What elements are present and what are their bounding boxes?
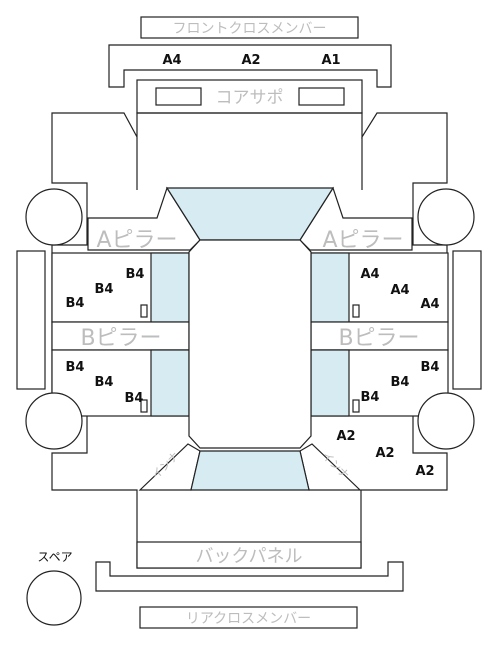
grade-rear-right-2: A2 <box>375 446 394 461</box>
back-panel-box <box>136 541 362 569</box>
handle-right-rear <box>352 399 360 413</box>
a-pillar-left-label: Aピラー <box>96 228 177 253</box>
wheel-rear-right <box>417 392 475 450</box>
b-pillar-right-label: Bピラー <box>338 326 419 351</box>
grade-rear-right-1: A2 <box>336 429 355 444</box>
handle-left-rear <box>140 399 148 413</box>
grade-left-lower-1: B4 <box>66 360 85 375</box>
b-pillar-left-zone <box>51 321 190 351</box>
grade-left-upper-3: B4 <box>66 296 85 311</box>
core-support-slot-left <box>155 87 202 106</box>
front-bracket <box>108 44 392 88</box>
grade-rear-right-3: A2 <box>415 464 434 479</box>
core-support-slot-right <box>298 87 345 106</box>
grade-left-upper-2: B4 <box>95 282 114 297</box>
grade-left-upper-1: B4 <box>126 267 145 282</box>
a-pillar-right-label: Aピラー <box>322 228 403 253</box>
grade-left-lower-2: B4 <box>95 375 114 390</box>
grade-front-right: A1 <box>321 53 340 68</box>
handle-right-front <box>352 304 360 318</box>
spare-label: スペア <box>37 550 72 564</box>
mirror-right <box>452 250 482 390</box>
back-panel-label: バックパネル <box>195 546 302 567</box>
grade-right-lower-2: B4 <box>391 375 410 390</box>
grade-right-lower-3: B4 <box>361 390 380 405</box>
handle-left-front <box>140 304 148 318</box>
rear-cross-member-box <box>139 606 358 629</box>
grade-front-center: A2 <box>241 53 260 68</box>
window-left-rear <box>150 349 190 417</box>
rear-window <box>190 450 310 491</box>
core-support-label: コアサポ <box>216 88 284 108</box>
window-left-front <box>150 252 190 323</box>
grade-right-upper-2: A4 <box>390 283 409 298</box>
window-right-rear <box>310 349 350 417</box>
spare-tire <box>26 570 82 626</box>
wheel-front-left <box>25 188 83 246</box>
rear-bracket <box>95 561 404 592</box>
wheel-rear-left <box>25 392 83 450</box>
roof <box>188 239 312 449</box>
grade-left-lower-3: B4 <box>125 391 144 406</box>
wheel-front-right <box>417 188 475 246</box>
window-right-front <box>310 252 350 323</box>
grade-right-lower-1: B4 <box>421 360 440 375</box>
rear-cross-member-label: リアクロスメンバー <box>186 611 311 627</box>
mirror-left <box>16 250 46 390</box>
front-cross-member-box <box>140 16 359 39</box>
front-cross-member-label: フロントクロスメンバー <box>173 21 327 37</box>
grade-right-upper-1: A4 <box>360 267 379 282</box>
grade-right-upper-3: A4 <box>420 297 439 312</box>
b-pillar-left-label: Bピラー <box>80 326 161 351</box>
grade-front-left: A4 <box>162 53 181 68</box>
